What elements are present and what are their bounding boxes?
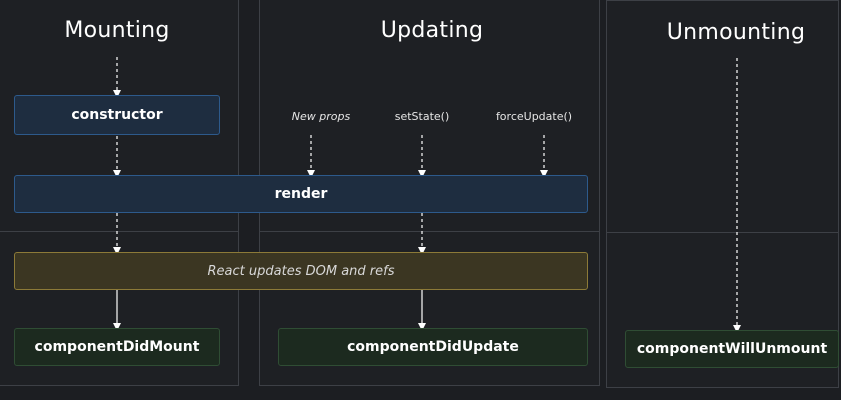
did-mount-node: componentDidMount [14, 328, 220, 366]
force-update-trigger: forceUpdate() [495, 110, 573, 123]
set-state-trigger: setState() [394, 110, 450, 123]
unmounting-phase-divider [607, 232, 838, 233]
will-unmount-node: componentWillUnmount [625, 330, 839, 368]
did-update-node: componentDidUpdate [278, 328, 588, 366]
render-node: render [14, 175, 588, 213]
new-props-trigger: New props [291, 110, 351, 123]
constructor-node: constructor [14, 95, 220, 135]
mounting-title: Mounting [64, 18, 170, 43]
updating-title: Updating [380, 18, 484, 43]
dom-update-node: React updates DOM and refs [14, 252, 588, 290]
updating-phase-divider [260, 231, 599, 232]
unmounting-title: Unmounting [666, 20, 806, 45]
unmounting-panel [606, 0, 839, 388]
mounting-phase-divider [0, 231, 238, 232]
